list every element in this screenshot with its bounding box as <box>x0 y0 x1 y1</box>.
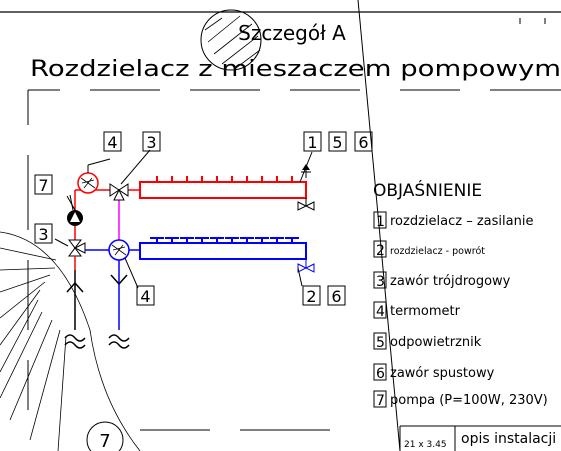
callout-6-return: 6 <box>327 285 346 306</box>
drain-valve-icon <box>297 198 315 211</box>
svg-text:4: 4 <box>376 304 385 320</box>
callout-7: 7 <box>34 174 53 195</box>
callout-1: 1 <box>303 131 322 152</box>
svg-text:zawór trójdrogowy: zawór trójdrogowy <box>390 274 511 289</box>
svg-text:2: 2 <box>306 287 316 306</box>
legend-heading: OBJAŚNIENIE <box>373 179 482 201</box>
callout-4-supply: 4 <box>103 131 122 152</box>
title-stamp-icon <box>200 9 262 71</box>
title-block-size: 21 x 3.45 <box>404 440 447 450</box>
title-line-2: Rozdzielacz z mieszaczem pompowym <box>30 57 561 82</box>
svg-text:6: 6 <box>358 133 368 152</box>
svg-text:3: 3 <box>38 225 48 244</box>
svg-text:1: 1 <box>307 133 317 152</box>
legend-item: 4 termometr <box>373 301 461 320</box>
svg-text:4: 4 <box>140 287 150 306</box>
svg-text:termometr: termometr <box>390 304 461 319</box>
detail-marker-circle <box>86 421 124 451</box>
title-line-1: Szczegół A <box>238 21 346 45</box>
mixing-valve-icon <box>54 226 86 270</box>
detail-frame <box>27 89 561 431</box>
supply-circuit <box>74 164 315 212</box>
svg-text:pompa (P=100W, 230V): pompa (P=100W, 230V) <box>390 393 548 408</box>
title-block-desc: opis instalacji <box>461 431 556 447</box>
callout-4-return: 4 <box>136 285 155 306</box>
svg-text:1: 1 <box>376 214 385 230</box>
callout-2: 2 <box>302 285 321 306</box>
leader-line <box>357 0 401 451</box>
legend-item: 7 pompa (P=100W, 230V) <box>373 390 548 409</box>
callout-leaders <box>69 149 313 287</box>
corner-ticks <box>519 18 546 24</box>
svg-text:3: 3 <box>376 274 385 290</box>
svg-text:rozdzielacz – zasilanie: rozdzielacz – zasilanie <box>390 214 533 229</box>
return-riser <box>108 274 130 349</box>
svg-text:6: 6 <box>331 287 341 306</box>
svg-text:rozdzielacz - powrót: rozdzielacz - powrót <box>390 246 485 257</box>
callout-5: 5 <box>328 131 347 152</box>
supply-riser <box>64 270 86 349</box>
callout-3-supply: 3 <box>142 131 161 152</box>
svg-text:6: 6 <box>376 366 385 382</box>
svg-text:zawór spustowy: zawór spustowy <box>390 366 495 381</box>
title-block: 21 x 3.45 opis instalacji <box>399 425 561 451</box>
supply-manifold <box>139 181 307 199</box>
callout-6-supply: 6 <box>354 131 373 152</box>
pump-icon <box>66 195 83 226</box>
svg-text:4: 4 <box>107 133 117 152</box>
svg-text:3: 3 <box>146 133 156 152</box>
svg-text:7: 7 <box>376 393 385 409</box>
svg-text:5: 5 <box>332 133 342 152</box>
svg-text:2: 2 <box>376 243 385 259</box>
heating-coil-icon <box>0 231 141 451</box>
detail-marker-number: 7 <box>99 431 110 451</box>
return-manifold <box>139 242 307 260</box>
svg-text:5: 5 <box>376 335 385 351</box>
three-way-valve-icon <box>109 183 129 201</box>
callout-3-valve: 3 <box>34 223 53 244</box>
thermometer-icon <box>108 239 139 289</box>
svg-text:7: 7 <box>38 176 48 195</box>
drain-valve-icon <box>297 259 315 273</box>
legend-item: 5 odpowietrznik <box>373 332 482 351</box>
legend-item: 3 zawór trójdrogowy <box>373 271 511 290</box>
return-circuit <box>85 237 315 330</box>
svg-text:odpowietrznik: odpowietrznik <box>390 335 482 350</box>
legend-item: 2 rozdzielacz - powrót <box>373 240 485 259</box>
thermometer-icon <box>77 158 111 194</box>
legend-item: 1 rozdzielacz – zasilanie <box>373 211 533 230</box>
legend-item: 6 zawór spustowy <box>373 363 495 382</box>
